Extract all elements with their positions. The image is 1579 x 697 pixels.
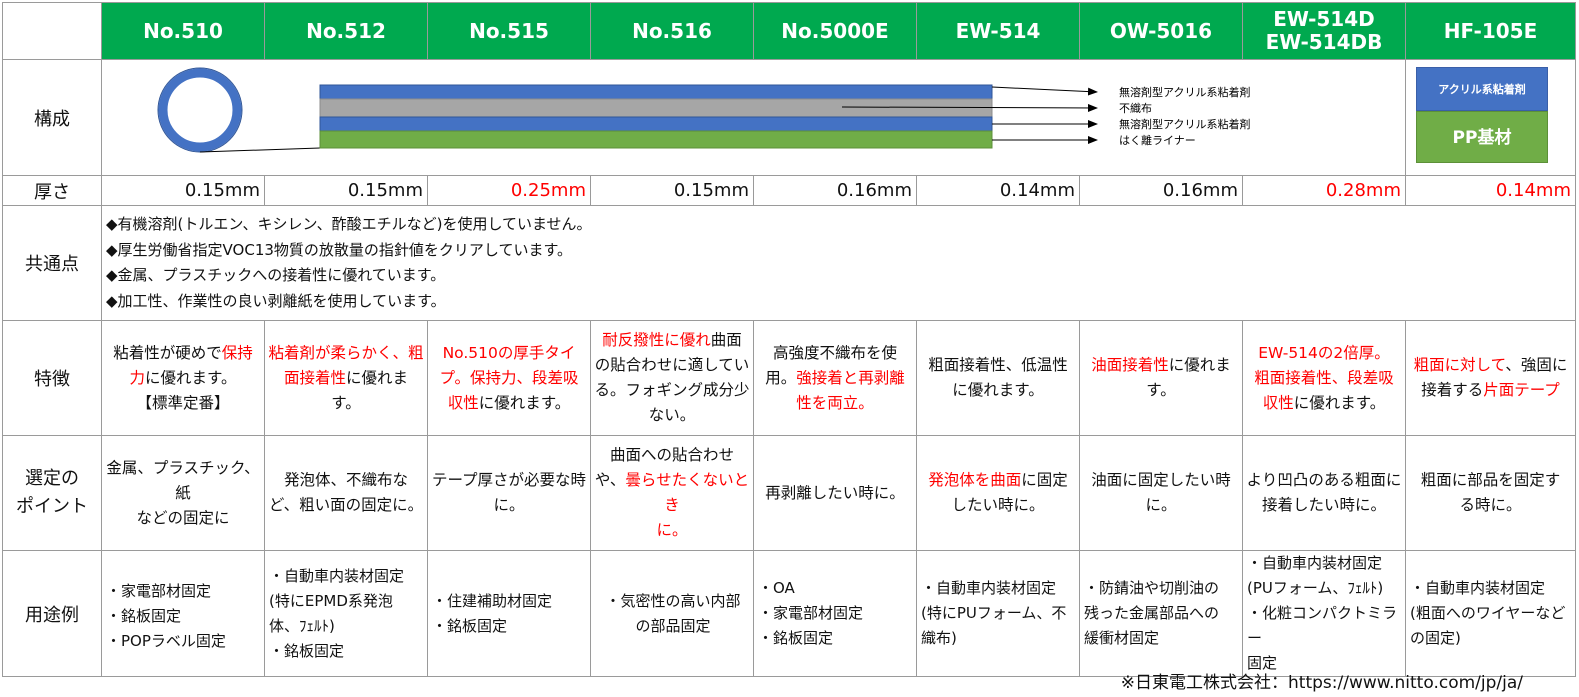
usage-hf105e: ・自動車内装材固定(粗面へのワイヤーなどの固定) xyxy=(1405,550,1576,677)
feature-no515: No.510の厚手タイプ。保持力、段差吸収性に優れます。 xyxy=(427,320,591,436)
thickness-no510: 0.15mm xyxy=(101,175,265,206)
row-label-thickness: 厚さ xyxy=(2,175,102,206)
usage-ew514: ・自動車内装材固定(特にPUフォーム、不織布) xyxy=(916,550,1080,677)
layer-adhesive-top xyxy=(319,84,993,100)
layer-adhesive-bottom xyxy=(319,116,993,132)
header-ew514: EW-514 xyxy=(916,2,1080,60)
usage-ow5016: ・防錆油や切削油の残った金属部品への緩衝材固定 xyxy=(1079,550,1243,677)
usage-no516: ・気密性の高い内部の部品固定 xyxy=(590,550,754,677)
point-ew514d: より凹凸のある粗面に接着したい時に。 xyxy=(1242,435,1406,551)
thickness-no516: 0.15mm xyxy=(590,175,754,206)
header-ew514d-line1: EW-514D xyxy=(1273,7,1375,31)
row-label-feature: 特徴 xyxy=(2,320,102,436)
row-label-structure: 構成 xyxy=(2,59,102,176)
feature-ow5016: 油面接着性に優れます。 xyxy=(1079,320,1243,436)
point-no515: テープ厚さが必要な時に。 xyxy=(427,435,591,551)
common-point-2: ◆厚生労働省指定VOC13物質の放散量の指針値をクリアしています。 xyxy=(106,240,572,259)
header-no512: No.512 xyxy=(264,2,428,60)
row-label-selection-point: 選定のポイント xyxy=(2,435,102,551)
feature-hf105e: 粗面に対して、強固に接着する片面テープ xyxy=(1405,320,1576,436)
tape-roll-icon xyxy=(158,68,242,152)
header-hf105e: HF-105E xyxy=(1405,2,1576,60)
header-no5000e: No.5000E xyxy=(753,2,917,60)
feature-ew514d: EW-514の2倍厚。粗面接着性、段差吸収性に優れます。 xyxy=(1242,320,1406,436)
usage-no515: ・住建補助材固定・銘板固定 xyxy=(427,550,591,677)
thickness-ow5016: 0.16mm xyxy=(1079,175,1243,206)
usage-no5000e: ・OA・家電部材固定・銘板固定 xyxy=(753,550,917,677)
product-comparison-table: No.510 No.512 No.515 No.516 No.5000E EW-… xyxy=(2,2,1576,677)
feature-no5000e: 高強度不織布を使用。強接着と再剥離性を両立。 xyxy=(753,320,917,436)
label-layer4: はく離ライナー xyxy=(1119,133,1196,147)
point-hf105e: 粗面に部品を固定する時に。 xyxy=(1405,435,1576,551)
common-point-1: ◆有機溶剤(トルエン、キシレン、酢酸エチルなど)を使用していません。 xyxy=(106,215,592,233)
header-ew514db-line2: EW-514DB xyxy=(1265,30,1383,54)
feature-no510: 粘着性が硬めで保持力に優れます。【標準定番】 xyxy=(101,320,265,436)
label-layer2: 不織布 xyxy=(1119,102,1152,115)
label-layer3: 無溶剤型アクリル系粘着剤 xyxy=(1119,117,1250,131)
header-no510: No.510 xyxy=(101,2,265,60)
point-no510: 金属、プラスチック、紙などの固定に xyxy=(101,435,265,551)
feature-no512: 粘着剤が柔らかく、粗面接着性に優れます。 xyxy=(264,320,428,436)
layer-nonwoven xyxy=(319,98,993,118)
point-ow5016: 油面に固定したい時に。 xyxy=(1079,435,1243,551)
thickness-no5000e: 0.16mm xyxy=(753,175,917,206)
thickness-hf105e: 0.14mm xyxy=(1405,175,1576,206)
header-ow5016: OW-5016 xyxy=(1079,2,1243,60)
point-ew514: 発泡体を曲面に固定したい時に。 xyxy=(916,435,1080,551)
row-label-common: 共通点 xyxy=(2,205,102,321)
hf105e-adhesive-layer: アクリル系粘着剤 xyxy=(1416,67,1548,111)
header-corner xyxy=(2,2,102,60)
label-layer1: 無溶剤型アクリル系粘着剤 xyxy=(1119,85,1250,99)
thickness-ew514d: 0.28mm xyxy=(1242,175,1406,206)
usage-no510: ・家電部材固定・銘板固定・POPラベル固定 xyxy=(101,550,265,677)
header-no515: No.515 xyxy=(427,2,591,60)
point-no512: 発泡体、不織布など、粗い面の固定に。 xyxy=(264,435,428,551)
row-label-usage: 用途例 xyxy=(2,550,102,677)
feature-ew514: 粗面接着性、低温性に優れます。 xyxy=(916,320,1080,436)
thickness-no515: 0.25mm xyxy=(427,175,591,206)
thickness-no512: 0.15mm xyxy=(264,175,428,206)
source-footnote: ※日東電工株式会社：https://www.nitto.com/jp/ja/ xyxy=(1120,673,1523,693)
common-points: ◆有機溶剤(トルエン、キシレン、酢酸エチルなど)を使用していません。 ◆厚生労働… xyxy=(101,205,1576,321)
point-no516: 曲面への貼合わせや、曇らせたくないときに。 xyxy=(590,435,754,551)
usage-ew514d: ・自動車内装材固定(PUフォーム、ﾌｪﾙﾄ)・化粧コンパクトミラー固定 xyxy=(1242,550,1406,677)
common-point-4: ◆加工性、作業性の良い剥離紙を使用しています。 xyxy=(106,291,446,310)
point-no5000e: 再剥離したい時に。 xyxy=(753,435,917,551)
header-no516: No.516 xyxy=(590,2,754,60)
usage-no512: ・自動車内装材固定(特にEPMD系発泡体、ﾌｪﾙﾄ)・銘板固定 xyxy=(264,550,428,677)
hf105e-structure-cell: アクリル系粘着剤 PP基材 xyxy=(1405,59,1576,176)
hf105e-pp-layer: PP基材 xyxy=(1416,111,1548,163)
thickness-ew514: 0.14mm xyxy=(916,175,1080,206)
tape-structure-diagram: 無溶剤型アクリル系粘着剤 不織布 無溶剤型アクリル系粘着剤 はく離ライナー xyxy=(157,67,1250,153)
structure-diagram-cell: 無溶剤型アクリル系粘着剤 不織布 無溶剤型アクリル系粘着剤 はく離ライナー xyxy=(101,59,1406,176)
common-point-3: ◆金属、プラスチックへの接着性に優れています。 xyxy=(106,266,446,284)
feature-no516: 耐反撥性に優れ曲面の貼合わせに適している。フォギング成分少ない。 xyxy=(590,320,754,436)
hf105e-diagram: アクリル系粘着剤 PP基材 xyxy=(1416,67,1548,163)
layer-liner xyxy=(319,130,993,149)
